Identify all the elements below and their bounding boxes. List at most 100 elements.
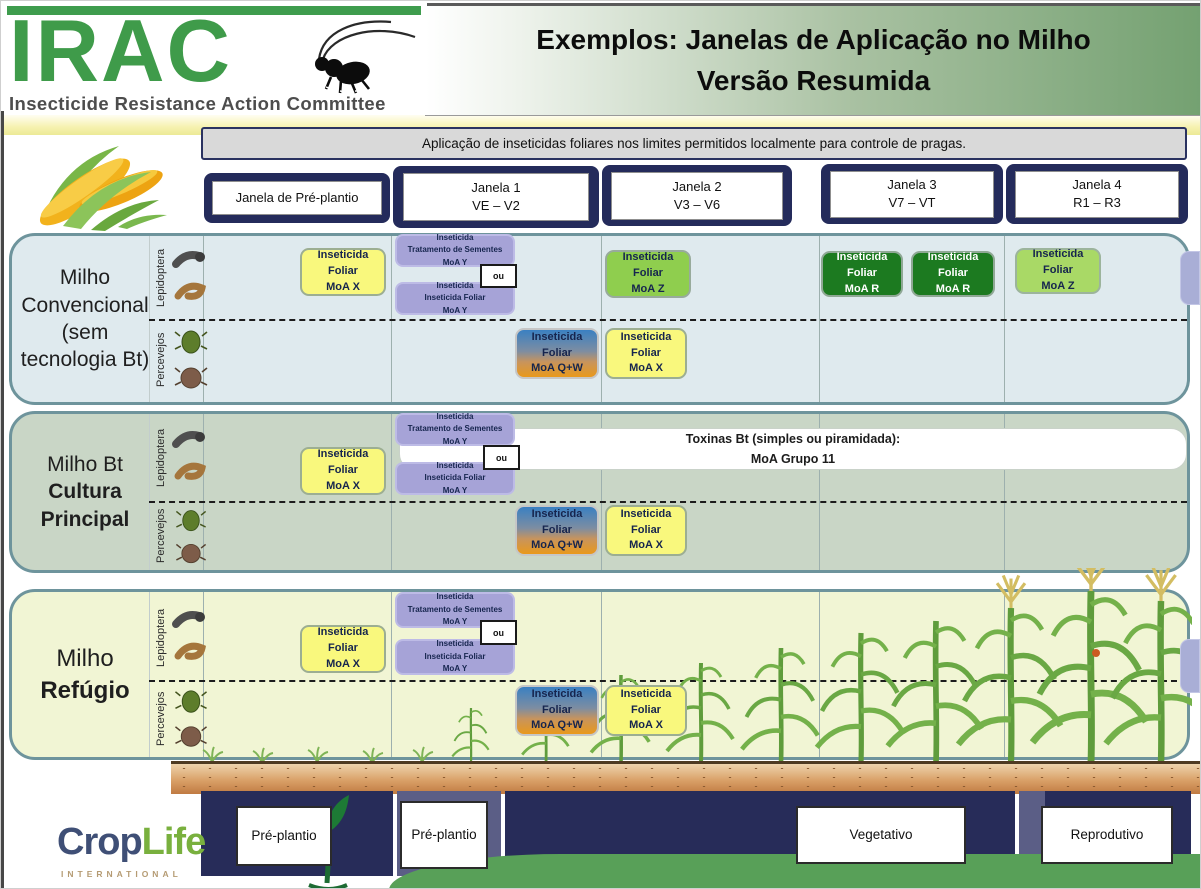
box-line: MoA Q+W: [531, 539, 583, 552]
box-line: Foliar: [542, 523, 572, 536]
section-title-regular: Milho: [56, 645, 114, 673]
inseticida-tratamento-sementes-box: Inseticida Tratamento de Sementes MoA Y: [395, 233, 515, 267]
box-line: Inseticida Foliar: [424, 293, 486, 303]
box-line: Inseticida: [620, 687, 672, 700]
toxinas-line: Toxinas Bt (simples ou piramidada):: [685, 432, 901, 446]
box-line: Inseticida: [927, 251, 979, 264]
box-line: Foliar: [328, 642, 358, 655]
box-line: MoA Z: [1041, 279, 1075, 292]
pest-label-lepidoptera: Lepidoptera: [155, 428, 167, 488]
window-label: Janela 2: [672, 178, 722, 194]
section-title: Milho Convencional (sem tecnologia Bt): [12, 236, 158, 402]
soil-strip: [171, 761, 1200, 794]
box-line: Inseticida: [531, 507, 583, 520]
lepidoptera-icons: [172, 611, 206, 660]
left-edge-line: [1, 111, 4, 888]
box-line: MoA X: [326, 280, 360, 293]
box-line: Inseticida: [622, 251, 674, 264]
corn-plants-illustration: [202, 568, 1192, 768]
box-line: MoA Y: [442, 664, 468, 674]
inseticida-foliar-moa-x-box: Inseticida Foliar MoA X: [300, 248, 386, 296]
clipped-box-right-edge: [1180, 639, 1200, 693]
section-milho-refugio: Milho Refúgio Lepidoptera Percevejos: [9, 568, 1190, 760]
box-line: Tratamento de Sementes: [407, 245, 503, 255]
inseticida-foliar-moa-z-box: Inseticida Foliar MoA Z: [1015, 248, 1101, 294]
box-line: Inseticida: [531, 330, 583, 343]
irac-logo-panel: IRAC Insecticide Resistance Action Commi…: [1, 1, 427, 115]
window-header-3: Janela 3 V7 – VT: [821, 164, 1003, 224]
box-line: Inseticida: [317, 249, 369, 262]
inseticida-foliar-moa-y-box: Inseticida Inseticida Foliar MoA Y: [395, 281, 515, 315]
percevejos-icons: [174, 690, 208, 747]
inseticida-foliar-moa-qw-box: Inseticida Foliar MoA Q+W: [515, 685, 599, 736]
window-label: Janela de Pré-plantio: [235, 190, 359, 206]
logo-green-bar: [7, 6, 421, 15]
section-title-regular: Milho Convencional (sem tecnologia Bt): [20, 266, 150, 372]
inseticida-foliar-moa-r-box: Inseticida Foliar MoA R: [911, 251, 995, 297]
phase-label-preplantio-2: Pré-plantio: [400, 801, 488, 869]
inseticida-foliar-moa-y-box: Inseticida Inseticida Foliar MoA Y: [395, 460, 515, 495]
ou-connector: ou: [480, 620, 517, 645]
title-line-1: Exemplos: Janelas de Aplicação no Milho: [536, 23, 1091, 55]
pest-label-percevejos: Percevejos: [155, 332, 167, 388]
pest-label-percevejos: Percevejos: [155, 508, 167, 564]
box-line: Inseticida Foliar: [424, 473, 486, 483]
box-line: Inseticida: [836, 251, 888, 264]
column-divider: [819, 592, 820, 757]
box-line: Inseticida: [1032, 248, 1084, 261]
inseticida-foliar-moa-x-box: Inseticida Foliar MoA X: [300, 625, 386, 673]
top-banner: Aplicação de inseticidas foliares nos li…: [201, 127, 1187, 160]
croplife-life: Life: [141, 821, 207, 863]
box-line: Foliar: [631, 346, 661, 359]
box-line: Foliar: [631, 523, 661, 536]
box-line: Foliar: [328, 265, 358, 278]
box-line: Inseticida: [436, 460, 474, 470]
inseticida-foliar-moa-x-box: Inseticida Foliar MoA X: [605, 685, 687, 736]
irac-logo-subtitle: Insecticide Resistance Action Committee: [9, 93, 386, 114]
phase-label-reprodutivo: Reprodutivo: [1041, 806, 1173, 864]
clipped-box-right-edge: [1180, 251, 1200, 305]
box-line: MoA Y: [442, 617, 468, 627]
window-range: R1 – R3: [1073, 195, 1121, 210]
ou-connector: ou: [483, 445, 520, 470]
irac-insect-icon: [315, 20, 416, 94]
box-line: Tratamento de Sementes: [407, 604, 503, 614]
lepidoptera-icons: [172, 251, 206, 300]
window-range: V7 – VT: [888, 195, 936, 210]
toxinas-bt-banner: Toxinas Bt (simples ou piramidada): MoA …: [399, 428, 1187, 470]
inseticida-foliar-moa-x-box: Inseticida Foliar MoA X: [605, 328, 687, 379]
column-divider: [601, 592, 602, 757]
box-line: MoA R: [844, 282, 880, 295]
croplife-international: INTERNATIONAL: [61, 869, 182, 879]
percevejos-icons: [174, 330, 208, 389]
column-divider: [391, 592, 392, 757]
box-line: Foliar: [631, 703, 661, 716]
section-milho-convencional: Milho Convencional (sem tecnologia Bt) L…: [9, 233, 1190, 405]
box-line: Foliar: [633, 267, 663, 280]
section-title: Milho Refúgio: [12, 592, 158, 757]
box-line: Foliar: [938, 267, 968, 280]
box-line: Foliar: [847, 267, 877, 280]
title-line-2: Versão Resumida: [696, 64, 931, 96]
column-divider: [203, 592, 204, 757]
inseticida-foliar-moa-qw-box: Inseticida Foliar MoA Q+W: [515, 328, 599, 379]
box-line: Inseticida: [436, 411, 474, 421]
pest-label-lepidoptera: Lepidoptera: [155, 248, 167, 308]
croplife-crop: Crop: [57, 821, 143, 863]
box-line: MoA X: [326, 657, 360, 670]
box-line: MoA Q+W: [531, 362, 583, 375]
box-line: Inseticida: [317, 626, 369, 639]
box-line: Inseticida: [436, 639, 474, 649]
inseticida-foliar-moa-qw-box: Inseticida Foliar MoA Q+W: [515, 505, 599, 556]
box-line: MoA X: [629, 539, 663, 552]
box-line: MoA Q+W: [531, 719, 583, 732]
window-label: Janela 1: [471, 180, 521, 196]
window-header-4: Janela 4 R1 – R3: [1006, 164, 1188, 224]
inseticida-foliar-moa-r-box: Inseticida Foliar MoA R: [821, 251, 903, 297]
window-label: Janela 4: [1072, 177, 1122, 193]
column-divider: [391, 414, 392, 570]
column-divider: [601, 414, 602, 570]
phase-label-vegetativo: Vegetativo: [796, 806, 966, 864]
section-title-bold: Refúgio: [40, 676, 130, 704]
section-milho-bt: Milho Bt Cultura Principal Lepidoptera P…: [9, 411, 1190, 573]
